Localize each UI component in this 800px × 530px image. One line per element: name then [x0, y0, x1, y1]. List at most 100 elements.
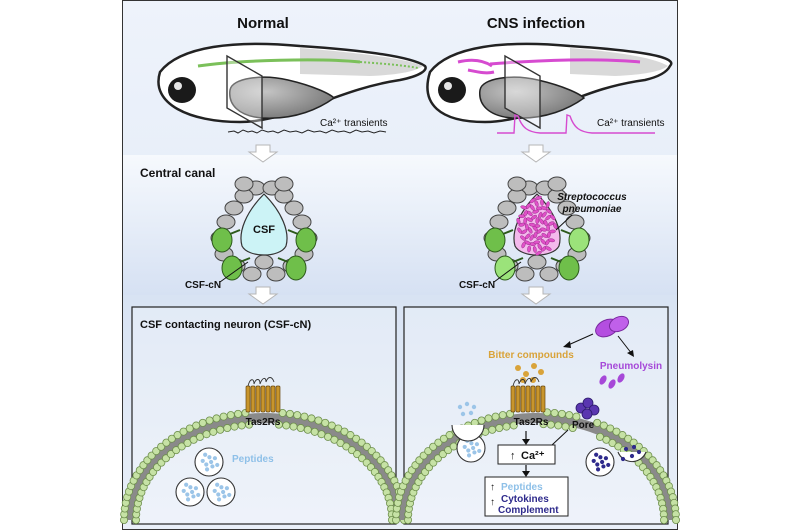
arrow-down-icon [520, 286, 552, 305]
lipid-head [340, 427, 349, 436]
vesicle-content [595, 462, 600, 467]
lipid-head [177, 442, 186, 451]
vesicle-content [591, 458, 596, 464]
tas2r-receptor-icon [245, 377, 281, 413]
tas2r-receptor-icon [510, 377, 546, 413]
cytokine-vesicle [585, 447, 615, 477]
membrane-core [397, 413, 675, 521]
helix [530, 385, 536, 413]
vesicle-content [603, 456, 609, 461]
lipid-head [289, 422, 298, 431]
bacterium [529, 198, 536, 204]
bitter-compound [515, 365, 521, 371]
lipid-head [357, 438, 366, 447]
bacterium [525, 223, 529, 231]
lipid-head [362, 442, 371, 451]
csf-cn-neuron [484, 227, 506, 253]
released-cytokine [620, 456, 626, 462]
larva-normal [157, 42, 427, 130]
bacterium [536, 235, 543, 240]
bacterium [548, 238, 555, 243]
bacterium [520, 205, 527, 210]
membrane-normal [120, 408, 408, 525]
lipid-head [205, 416, 214, 425]
larva-eye [168, 77, 196, 103]
released-cytokine [623, 446, 629, 452]
arrow-head-icon [627, 350, 634, 357]
lipid-head [172, 446, 181, 455]
lipid-head [572, 412, 581, 421]
bacterium [518, 222, 526, 227]
bacterium [541, 211, 547, 218]
lipid-head [223, 424, 232, 433]
ependymal-cell [292, 214, 312, 230]
arrow-head-icon [522, 439, 530, 445]
lipid-head [352, 434, 361, 443]
vesicle-content [216, 492, 221, 497]
bacteria-label-line2: pneumoniae [562, 204, 622, 215]
central-canal-band [122, 155, 678, 295]
neuron-process [560, 229, 572, 235]
fusing-vesicle [451, 424, 485, 442]
lipid-head [179, 427, 188, 436]
lipid-head [439, 434, 448, 443]
ependymal-cell [254, 254, 274, 270]
lipid-head [327, 421, 336, 430]
csf-cn-label-right: CSF-cN [459, 280, 495, 291]
lipid-head [557, 409, 566, 418]
lipid-head [550, 408, 559, 417]
lipid-head [429, 442, 438, 451]
ependymal-cell [274, 176, 294, 192]
lipid-head [245, 420, 254, 429]
bacterium [550, 214, 556, 221]
lipid-head [509, 421, 518, 430]
vesicle-content [215, 482, 220, 487]
lipid-head [198, 418, 207, 427]
normal-title: Normal [237, 15, 289, 32]
bacterium [549, 229, 556, 234]
lipid-head [334, 424, 343, 433]
csf-cn-neuron [221, 255, 243, 281]
vesicle-content [472, 450, 477, 455]
pore-pointer [551, 429, 569, 446]
bacterium [520, 235, 526, 241]
vesicles-infected [451, 401, 647, 477]
bacterium [545, 246, 552, 251]
released-peptide [460, 411, 466, 417]
lipid-head [230, 422, 239, 431]
peptide-vesicle [194, 447, 224, 477]
infection-title: CNS infection [487, 15, 585, 32]
lipid-head [307, 414, 316, 423]
bitter-compound [523, 371, 529, 377]
peptide-vesicles-normal [175, 447, 236, 507]
lipid-head [445, 431, 454, 440]
lipid-head [330, 435, 339, 444]
bacterium [518, 214, 526, 218]
ependymal-cell [242, 266, 262, 282]
infection-trace-label: Ca²⁺ transients [597, 118, 665, 129]
bacterium [527, 245, 531, 253]
ependymal-cell [507, 176, 527, 192]
pneumolysin-arrow-left [565, 333, 594, 347]
lipid-head [624, 434, 633, 443]
lipid-head [303, 425, 312, 434]
flow-arrows [247, 144, 552, 305]
pneumolysin-icon [595, 315, 630, 338]
vesicle-content [191, 494, 196, 499]
released-peptide [464, 401, 470, 407]
vesicle-content [219, 485, 224, 490]
lipid-head [152, 447, 161, 456]
lipid-head [162, 438, 171, 447]
vesicle-content [221, 489, 226, 495]
lipid-head [554, 421, 563, 430]
cytokines-label: Cytokines [501, 494, 549, 505]
lipid-head [300, 412, 309, 421]
helix [250, 385, 256, 413]
lipid-head [202, 430, 211, 439]
arrow-down-icon [247, 286, 279, 305]
bacteria-pointer [555, 214, 573, 231]
csf-cn-neuron [568, 227, 590, 253]
bitter-compound-dots [515, 363, 544, 383]
vesicle-content [188, 485, 193, 490]
